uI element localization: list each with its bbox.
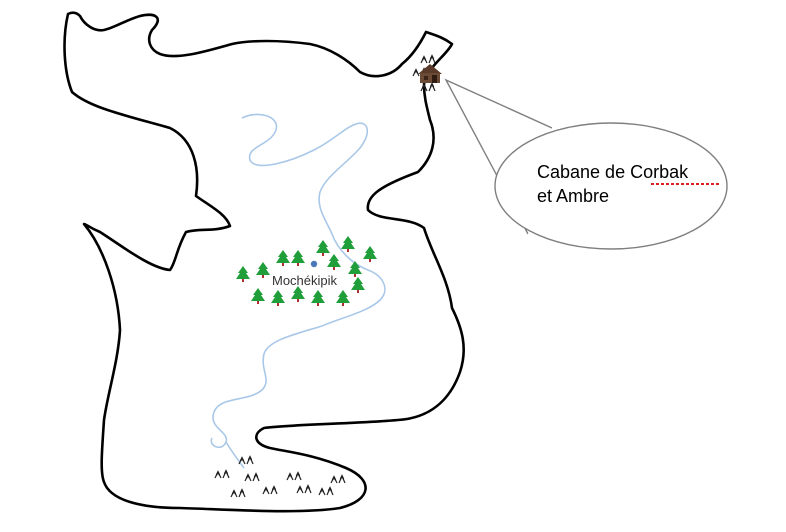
coastline — [63, 11, 466, 513]
callout-bubble — [494, 122, 728, 250]
callout-text-line1a: Cabane de — [537, 162, 630, 182]
river-upper — [241, 113, 386, 327]
callout-text-line1b: Corbak — [630, 162, 689, 182]
callout-text-line2: et Ambre — [537, 186, 609, 206]
village-dot — [310, 260, 318, 268]
callout-text-line1: Cabane de Corbak — [537, 162, 689, 182]
river-lower — [210, 325, 323, 469]
cabin-icon — [418, 64, 442, 83]
village-label: Mochékipik — [272, 273, 338, 288]
